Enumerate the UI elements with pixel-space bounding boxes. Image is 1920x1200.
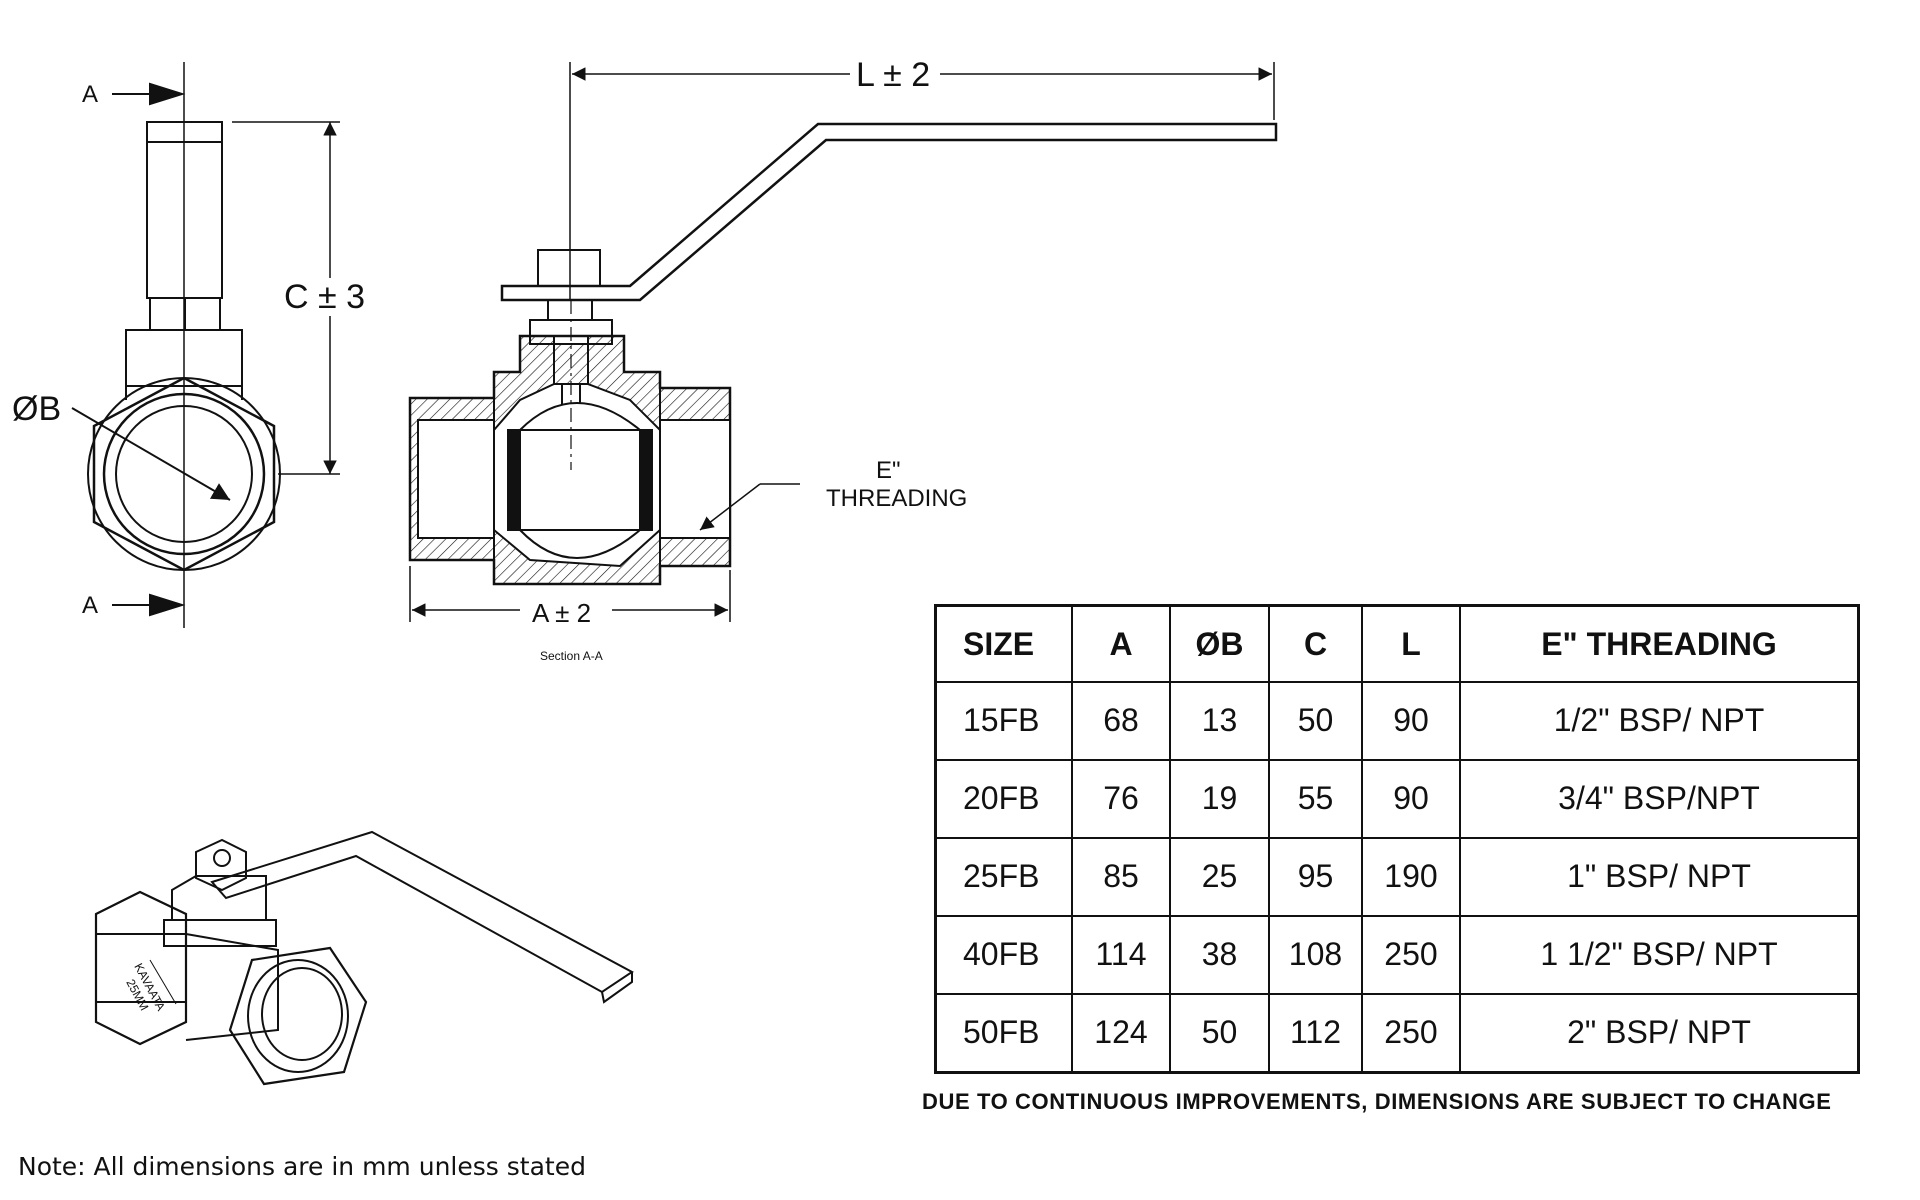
dim-height-label: C ± 3 [284,278,365,316]
header-size: SIZE [934,604,1073,683]
dim-length-label: L ± 2 [856,56,930,94]
cell-l: 250 [1361,914,1461,995]
cell-c: 95 [1268,836,1363,917]
cell-b: 19 [1169,758,1270,839]
section-marker-top: A [82,81,98,108]
cell-threading: 2" BSP/ NPT [1459,992,1860,1074]
table-row: 40FB 114 38 108 250 1 1/2" BSP/ NPT [934,914,1860,995]
table-header-row: SIZE A ØB C L E" THREADING [934,604,1860,683]
dimension-table: SIZE A ØB C L E" THREADING 15FB 68 13 50… [934,604,1860,1074]
end-view [71,62,340,628]
dim-diameter-label: ØB [12,390,61,428]
cell-a: 76 [1071,758,1171,839]
cell-a: 68 [1071,681,1171,761]
table-row: 50FB 124 50 112 250 2" BSP/ NPT [934,992,1860,1074]
section-view [408,62,1278,622]
cell-a: 85 [1071,836,1171,917]
cell-b: 50 [1169,992,1270,1074]
table-row: 20FB 76 19 55 90 3/4" BSP/NPT [934,758,1860,839]
units-note: Note: All dimensions are in mm unless st… [18,1152,586,1181]
header-l: L [1361,604,1461,683]
cell-l: 90 [1361,681,1461,761]
dim-body-label: A ± 2 [532,598,591,628]
cell-b: 25 [1169,836,1270,917]
cell-c: 50 [1268,681,1363,761]
cell-l: 90 [1361,758,1461,839]
header-c: C [1268,604,1363,683]
cell-size: 40FB [934,914,1073,995]
table-row: 25FB 85 25 95 190 1" BSP/ NPT [934,836,1860,917]
cell-c: 55 [1268,758,1363,839]
cell-size: 25FB [934,836,1073,917]
header-b: ØB [1169,604,1270,683]
cell-size: 50FB [934,992,1073,1074]
cell-c: 112 [1268,992,1363,1074]
cell-threading: 1 1/2" BSP/ NPT [1459,914,1860,995]
header-a: A [1071,604,1171,683]
table-row: 15FB 68 13 50 90 1/2" BSP/ NPT [934,681,1860,761]
cell-b: 38 [1169,914,1270,995]
cell-b: 13 [1169,681,1270,761]
cell-a: 124 [1071,992,1171,1074]
cell-l: 190 [1361,836,1461,917]
cell-l: 250 [1361,992,1461,1074]
cell-threading: 1" BSP/ NPT [1459,836,1860,917]
cell-size: 20FB [934,758,1073,839]
cell-size: 15FB [934,681,1073,761]
disclaimer-text: DUE TO CONTINUOUS IMPROVEMENTS, DIMENSIO… [922,1089,1832,1114]
cell-c: 108 [1268,914,1363,995]
cell-threading: 1/2" BSP/ NPT [1459,681,1860,761]
header-threading: E" THREADING [1459,604,1860,683]
section-marker-bottom: A [82,592,98,619]
section-caption: Section A-A [540,649,603,663]
cell-a: 114 [1071,914,1171,995]
cell-threading: 3/4" BSP/NPT [1459,758,1860,839]
threading-label-line2: THREADING [826,485,967,512]
isometric-view [94,830,634,1086]
threading-label-line1: E" [876,457,901,484]
